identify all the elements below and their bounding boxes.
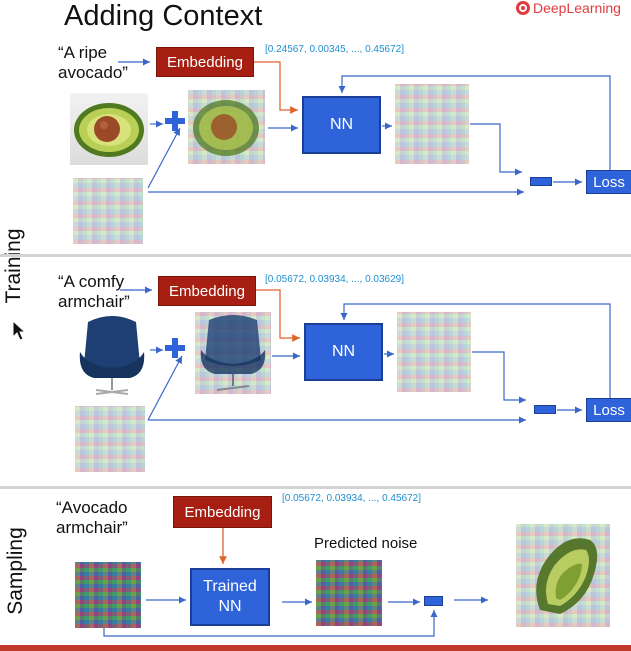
arrow	[470, 123, 522, 176]
noisy-armchair-image	[195, 312, 271, 394]
avocado-image	[70, 93, 148, 165]
armchair-image	[74, 312, 150, 398]
row2-plus-icon	[165, 338, 185, 358]
embedding-vector: [0.24567, 0.00345, ..., 0.45672]	[265, 44, 405, 55]
generated-avocado-armchair-image	[516, 524, 610, 627]
arrow	[103, 610, 438, 637]
noise-input-image	[75, 562, 141, 628]
mouse-cursor-icon	[12, 320, 26, 341]
predicted-noise-image	[316, 560, 382, 626]
predicted-noise-image	[395, 84, 469, 164]
prompt-text: “Avocado armchair”	[56, 498, 128, 537]
noise-image	[73, 178, 143, 244]
row1-plus-icon	[165, 111, 185, 131]
row1-connectors	[118, 58, 611, 196]
loss-box: Loss	[586, 170, 631, 194]
subtract-operator	[530, 177, 552, 186]
arrow	[254, 61, 298, 114]
nn-box: NN	[302, 96, 381, 154]
brand-logo: DeepLearning	[516, 0, 621, 16]
embedding-vector: [0.05672, 0.03934, ..., 0.45672]	[282, 493, 422, 504]
row-divider	[0, 254, 631, 257]
embedding-vector: [0.05672, 0.03934, ..., 0.03629]	[265, 274, 405, 285]
noise-image	[75, 406, 145, 472]
subtract-operator	[534, 405, 556, 414]
predicted-noise-label: Predicted noise	[314, 535, 418, 552]
prompt-text: “A comfy armchair”	[58, 272, 130, 311]
arrow	[340, 303, 611, 398]
noisy-avocado-image	[188, 90, 265, 164]
arrow	[147, 127, 181, 189]
loss-box: Loss	[586, 398, 631, 422]
trained-nn-box: Trained NN	[190, 568, 270, 626]
embedding-box: Embedding	[158, 276, 256, 306]
embedding-box: Embedding	[173, 496, 272, 528]
nn-box: NN	[304, 323, 383, 381]
bottom-accent-bar	[0, 645, 631, 651]
prompt-text: “A ripe avocado”	[58, 43, 128, 82]
arrow	[147, 355, 183, 421]
subtract-operator	[424, 596, 443, 606]
arrow	[472, 351, 526, 404]
brand-logo-text: DeepLearning	[533, 0, 621, 16]
predicted-noise-image	[397, 312, 471, 392]
arrow	[338, 75, 611, 170]
sampling-connectors	[103, 528, 488, 637]
deeplearning-logo-icon	[516, 1, 530, 15]
section-divider	[0, 486, 631, 489]
page-title: Adding Context	[64, 0, 263, 32]
arrow	[256, 289, 300, 342]
embedding-box: Embedding	[156, 47, 254, 77]
row2-connectors	[120, 286, 611, 424]
